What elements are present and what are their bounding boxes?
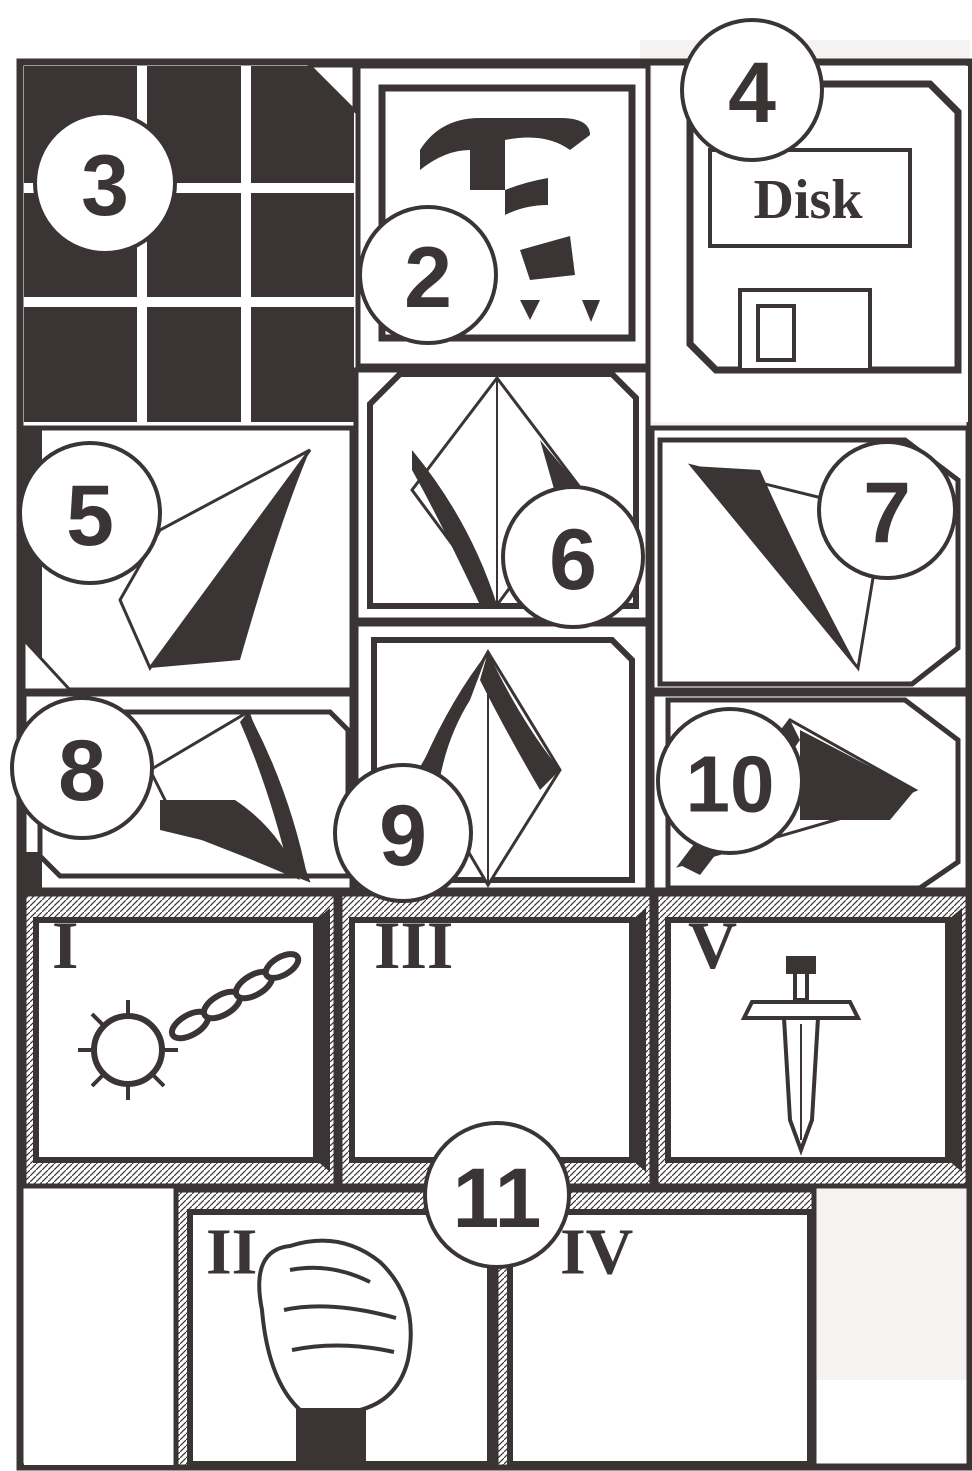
callout-8: 8 (12, 698, 152, 838)
callout-6: 6 (503, 487, 643, 627)
svg-text:5: 5 (66, 468, 114, 564)
callout-3: 3 (35, 113, 175, 253)
slot-numeral: V (688, 907, 737, 983)
svg-text:2: 2 (404, 230, 452, 326)
callout-2: 2 (360, 207, 496, 343)
callout-5: 5 (20, 443, 160, 583)
callout-9: 9 (335, 765, 471, 901)
svg-text:3: 3 (81, 138, 129, 234)
svg-text:4: 4 (728, 45, 776, 141)
svg-text:6: 6 (549, 512, 597, 608)
callout-7: 7 (819, 442, 955, 578)
slot-numeral: I (52, 907, 78, 983)
callout-11: 11 (425, 1123, 569, 1267)
slot-V[interactable]: V (656, 894, 968, 1186)
slot-I[interactable]: I (24, 894, 336, 1186)
svg-text:10: 10 (686, 740, 775, 829)
disk-label: Disk (754, 169, 864, 231)
slot-numeral: III (374, 907, 453, 983)
callout-10: 10 (658, 709, 802, 853)
svg-text:9: 9 (379, 788, 427, 884)
slot-numeral: II (206, 1216, 257, 1289)
lower-left-blank (24, 1190, 174, 1465)
svg-text:11: 11 (453, 1151, 542, 1245)
svg-text:7: 7 (863, 465, 911, 561)
svg-text:8: 8 (58, 723, 106, 819)
callout-4: 4 (682, 20, 822, 160)
slot-numeral: IV (560, 1216, 633, 1289)
